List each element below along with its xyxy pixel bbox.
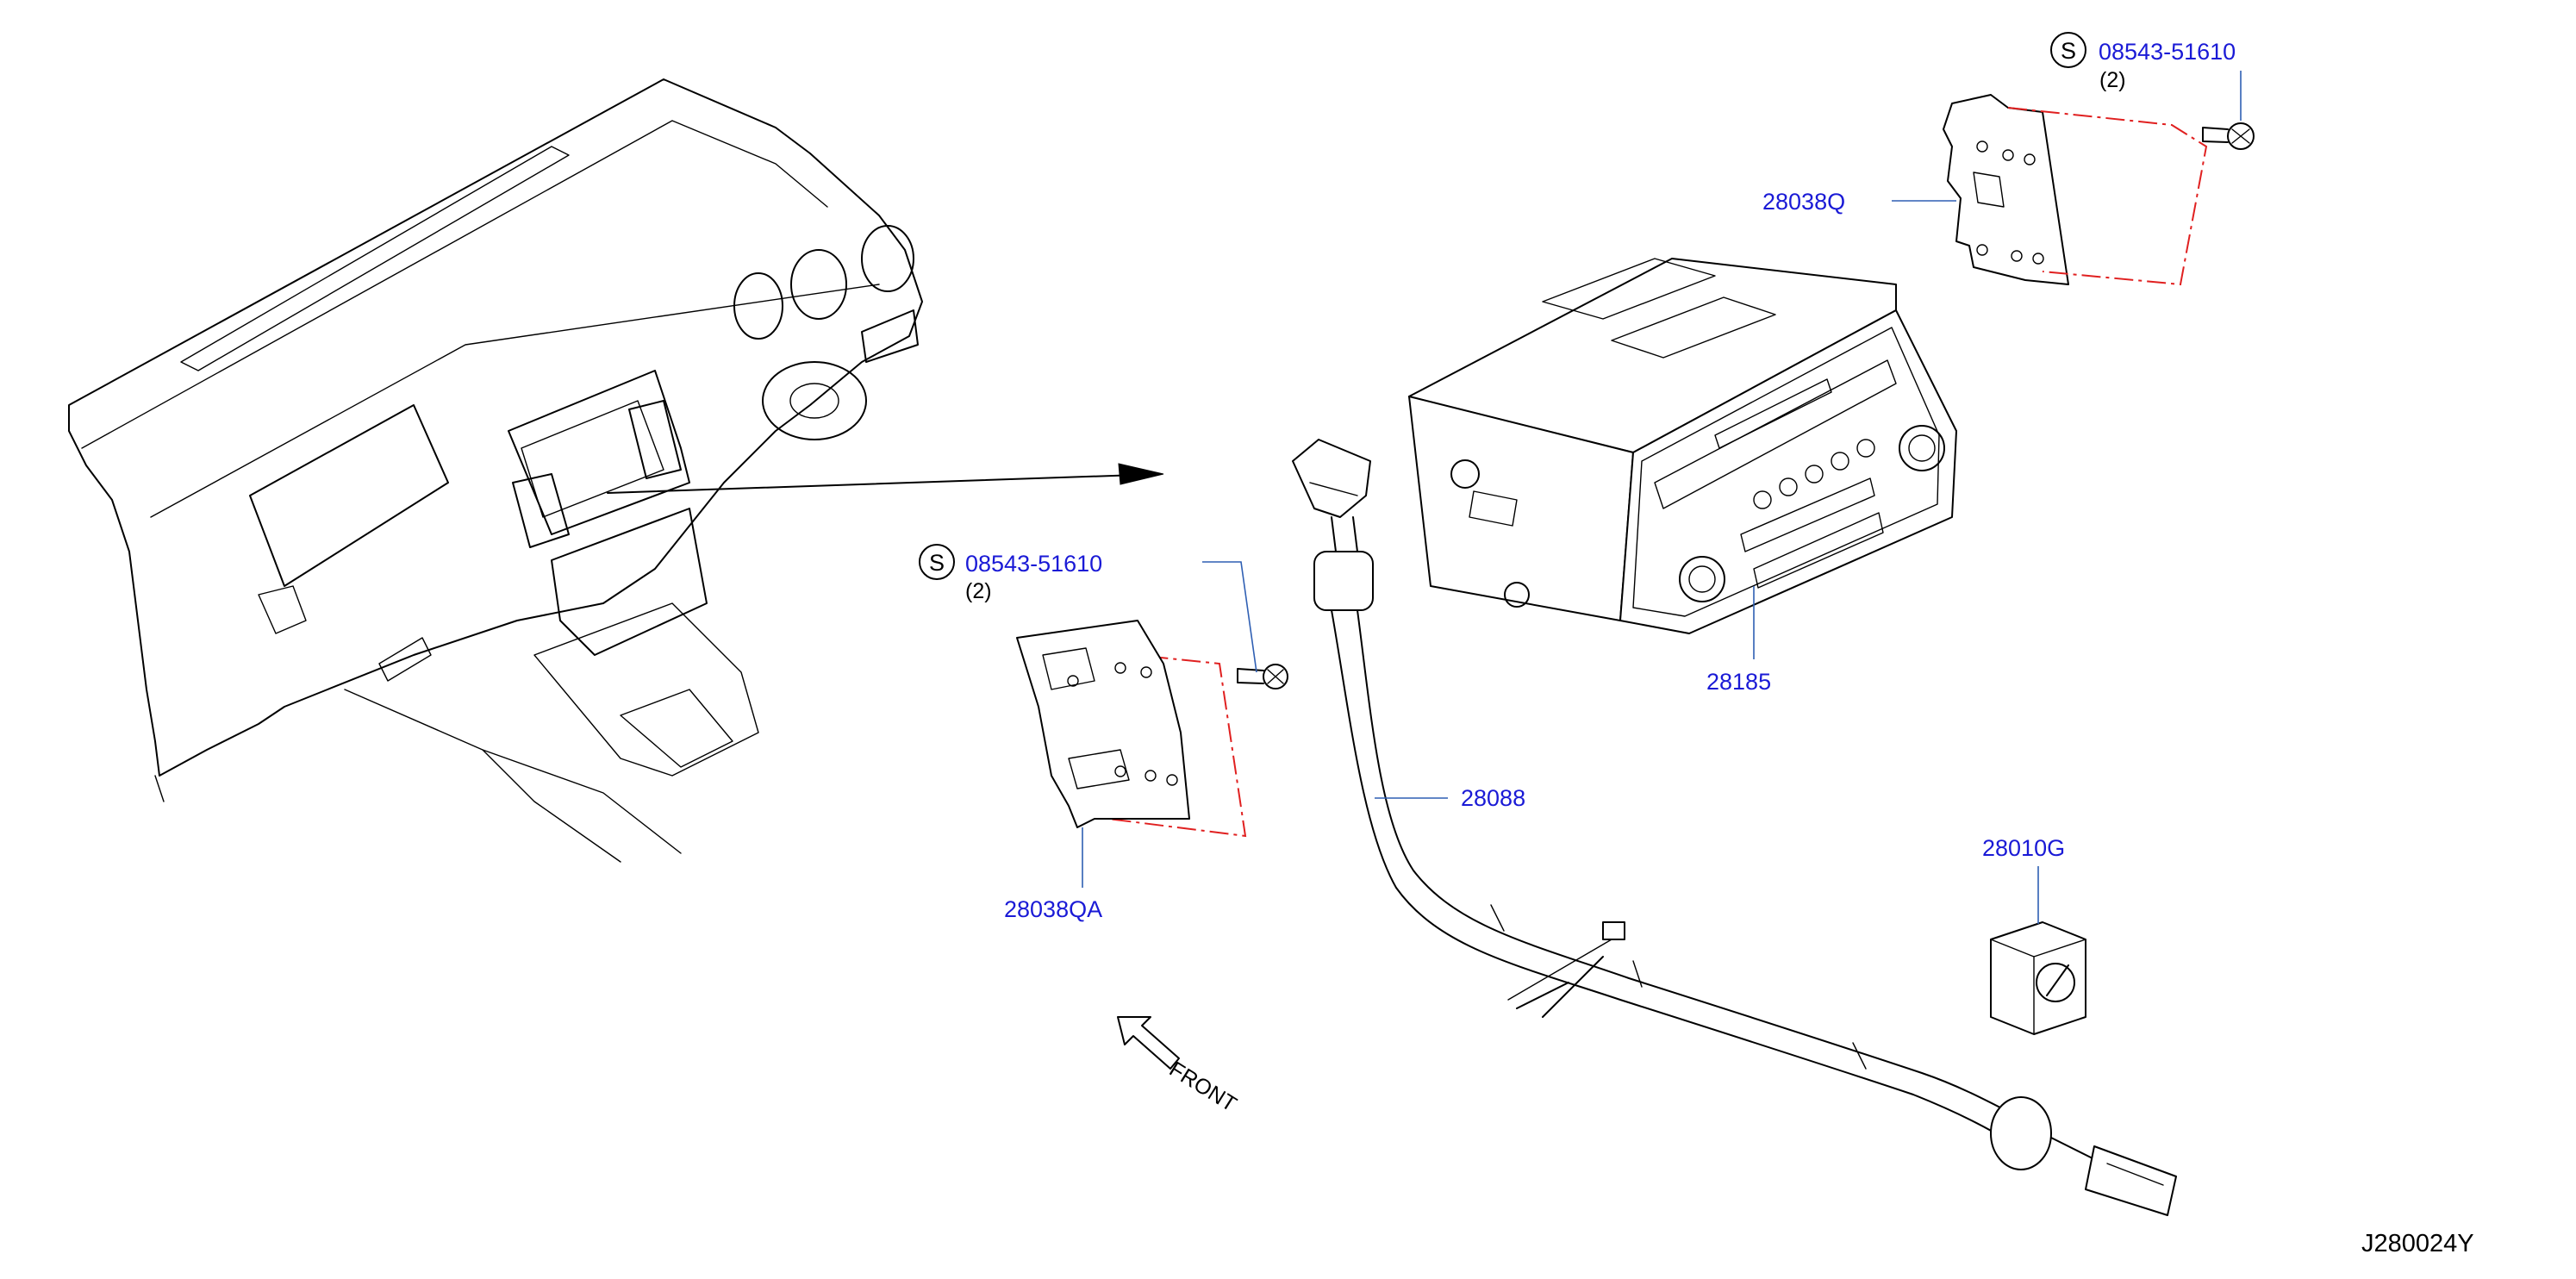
callout-arrow <box>607 463 1164 494</box>
screw-left-symbol-circle <box>919 544 955 580</box>
screw-top-drawing <box>2202 122 2255 150</box>
screw-top-callout: S 08543-51610 (2) <box>2050 32 2236 92</box>
front-arrow-icon <box>1117 1016 1180 1070</box>
front-label: FRONT <box>1165 1057 1241 1116</box>
leader-lines <box>1082 71 2242 924</box>
screw-top-quantity: (2) <box>2099 68 2126 92</box>
audio-unit-drawing <box>1408 258 1957 634</box>
front-indicator: FRONT <box>1117 1016 1241 1117</box>
screw-left-part-number: 08543-51610 <box>965 551 1102 577</box>
dash-left <box>1051 646 1247 838</box>
feeder-cable-drawing <box>1292 439 2177 1216</box>
bracket-left-label: 28038QA <box>1004 896 1102 922</box>
screw-top-symbol-circle <box>2050 32 2086 68</box>
dashboard-illustration <box>68 78 923 863</box>
dash-top-right <box>2007 107 2208 286</box>
screw-top-part-number: 08543-51610 <box>2099 39 2236 65</box>
screw-left-symbol: S <box>929 550 945 576</box>
screw-left-callout: S 08543-51610 (2) <box>919 544 1102 603</box>
plug-label: 28010G <box>1982 835 2065 861</box>
bracket-right-label: 28038Q <box>1762 189 1845 215</box>
bracket-left-drawing <box>1016 620 1190 828</box>
screw-left-drawing <box>1237 664 1288 689</box>
screw-left-quantity: (2) <box>965 579 992 603</box>
audio-unit-label: 28185 <box>1706 669 1771 695</box>
alignment-lines <box>1051 107 2208 838</box>
diagram-code: J280024Y <box>2361 1230 2474 1257</box>
bracket-right-drawing <box>1943 94 2069 285</box>
plug-drawing <box>1990 921 2086 1035</box>
screw-top-symbol: S <box>2061 38 2076 64</box>
leader-screw-left <box>1202 561 1257 673</box>
feeder-cable-label: 28088 <box>1461 785 1525 811</box>
